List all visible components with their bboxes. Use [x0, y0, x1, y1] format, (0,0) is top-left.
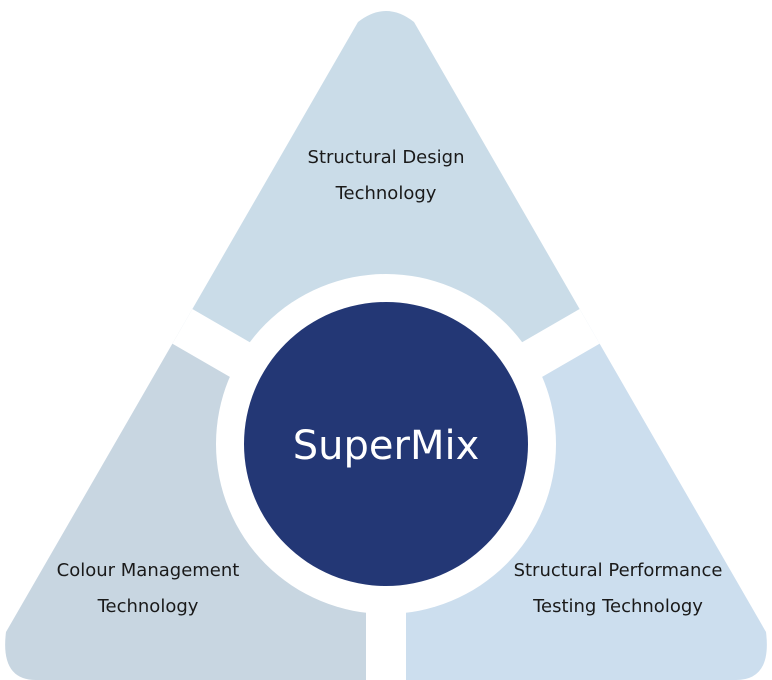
label-line: Structural Performance	[513, 560, 723, 581]
segment-label-left: Colour Management Technology	[57, 553, 240, 625]
label-line: Technology	[335, 183, 437, 204]
segment-label-right: Structural Performance Testing Technolog…	[514, 553, 723, 625]
center-circle	[244, 302, 528, 586]
label-line: Technology	[97, 596, 199, 617]
label-line: Testing Technology	[533, 596, 703, 617]
label-line: Structural Design	[307, 147, 465, 168]
center-label: SuperMix	[292, 423, 480, 469]
label-line: Colour Management	[56, 560, 240, 581]
segment-label-top: Structural Design Technology	[308, 140, 465, 212]
